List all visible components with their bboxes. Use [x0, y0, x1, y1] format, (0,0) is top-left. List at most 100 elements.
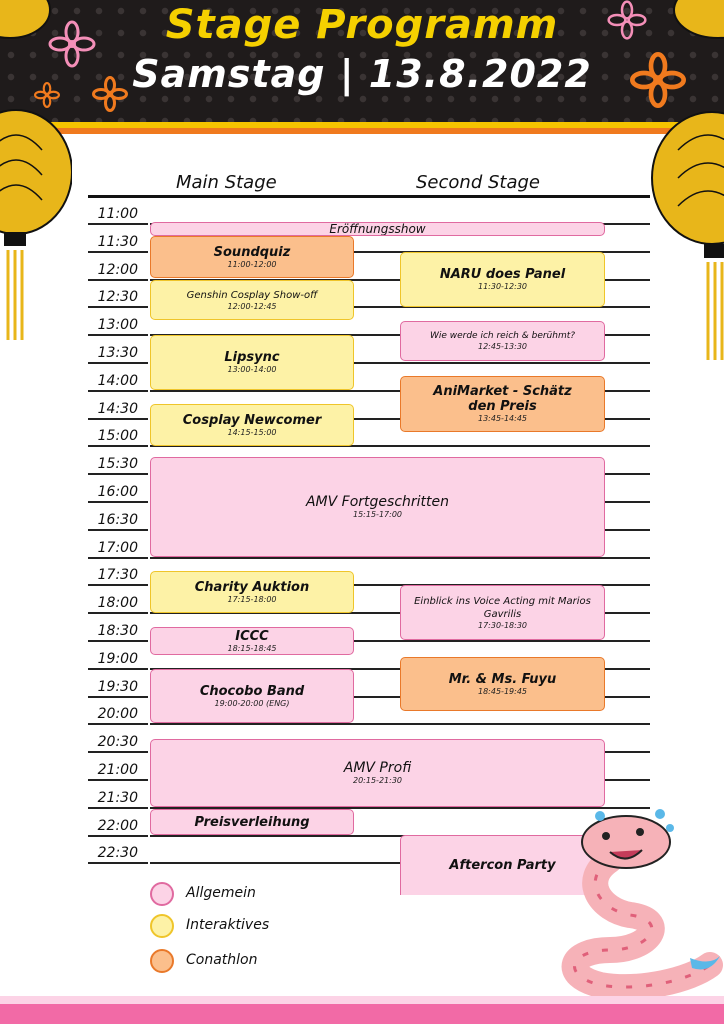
- event-title: AniMarket - Schätz den Preis: [433, 384, 572, 414]
- time-label: 11:30: [97, 233, 138, 250]
- event-time: 12:45-13:30: [478, 342, 527, 351]
- time-label: 19:30: [97, 678, 138, 695]
- time-tick-line: [88, 306, 148, 309]
- time-tick-line: [88, 278, 148, 281]
- page-subtitle: Samstag | 13.8.2022: [132, 52, 592, 96]
- time-tick-line: [88, 528, 148, 531]
- time-label: 22:00: [97, 817, 138, 834]
- time-tick-line: [88, 445, 148, 448]
- time-tick-line: [88, 834, 148, 837]
- event-opening: Eröffnungsshow: [150, 222, 605, 236]
- time-label: 13:30: [97, 345, 138, 361]
- event-title: AMV Profi: [343, 759, 412, 776]
- event-title: Wie werde ich reich & berühmt?: [429, 331, 576, 341]
- event-cosplay-newcomer: Cosplay Newcomer 14:15-15:00: [150, 404, 354, 446]
- event-title: Eröffnungsshow: [329, 222, 426, 236]
- time-label: 14:30: [97, 400, 138, 417]
- event-iccc: ICCC 18:15-18:45: [150, 627, 354, 655]
- event-time: 12:00-12:45: [227, 301, 277, 311]
- time-tick-line: [88, 667, 148, 670]
- orange-flower-icon: [92, 76, 128, 112]
- schedule-grid-line: [150, 806, 650, 809]
- event-preisverleihung: Preisverleihung: [150, 809, 354, 835]
- event-time: 11:00-12:00: [227, 259, 277, 269]
- legend-label-allgemein: Allgemein: [186, 885, 256, 901]
- time-tick-line: [88, 723, 148, 726]
- header-stripe-yellow: [0, 122, 724, 128]
- event-time: 13:45-14:45: [478, 414, 527, 423]
- event-lipsync: Lipsync 13:00-14:00: [150, 335, 354, 390]
- time-tick-line: [88, 362, 148, 364]
- legend-dot-conathlon: [150, 949, 174, 973]
- schedule-grid-line: [150, 306, 650, 309]
- schedule-grid-line: [150, 723, 650, 726]
- time-label: 13:00: [97, 317, 138, 334]
- time-tick-line: [88, 501, 148, 503]
- schedule-grid-line: [150, 640, 650, 642]
- time-tick-line: [88, 612, 148, 615]
- event-time: 19:00-20:00 (ENG): [214, 698, 290, 708]
- time-tick-line: [88, 250, 148, 253]
- event-title: Genshin Cosplay Show-off: [186, 289, 318, 301]
- event-title: Lipsync: [224, 350, 280, 365]
- lantern-right-icon: [651, 0, 724, 360]
- event-genshin: Genshin Cosplay Show-off 12:00-12:45: [150, 280, 354, 320]
- lantern-left-icon: [0, 0, 72, 340]
- time-tick-line: [88, 751, 148, 754]
- time-tick-line: [88, 334, 148, 337]
- event-title: Cosplay Newcomer: [182, 412, 322, 428]
- time-tick-line: [88, 779, 148, 781]
- header-rule: [88, 195, 650, 198]
- footer-band: [0, 996, 724, 1004]
- page-title: Stage Programm: [165, 2, 559, 48]
- time-label: 11:00: [97, 206, 138, 222]
- schedule-grid-line: [150, 584, 650, 587]
- axolotl-mascot-icon: [561, 809, 723, 996]
- column-header-second: Second Stage: [416, 172, 540, 193]
- legend-label-interaktives: Interaktives: [186, 917, 270, 933]
- event-mr-ms-fuyu: Mr. & Ms. Fuyu 18:45-19:45: [400, 657, 605, 711]
- time-label: 20:00: [97, 706, 138, 723]
- time-label: 19:00: [97, 650, 138, 667]
- event-time: 11:30-12:30: [478, 282, 527, 291]
- event-amv-fortgeschritten: AMV Fortgeschritten 15:15-17:00: [150, 457, 605, 557]
- time-tick-line: [88, 584, 148, 587]
- pink-flower-icon: [607, 0, 647, 40]
- time-tick-line: [88, 556, 148, 559]
- time-tick-line: [88, 640, 148, 642]
- time-label: 18:00: [97, 595, 138, 612]
- time-tick-line: [88, 473, 148, 476]
- time-label: 18:30: [97, 623, 138, 639]
- event-time: 15:15-17:00: [353, 509, 402, 519]
- orange-flower-icon: [630, 52, 686, 108]
- event-voice-acting: Einblick ins Voice Acting mit Marios Gav…: [400, 585, 605, 640]
- event-aftercon-party: Aftercon Party: [400, 835, 605, 895]
- event-time: 17:30-18:30: [478, 620, 527, 630]
- event-time: 17:15-18:00: [227, 594, 277, 604]
- event-soundquiz: Soundquiz 11:00-12:00: [150, 236, 354, 278]
- event-amv-profi: AMV Profi 20:15-21:30: [150, 739, 605, 807]
- schedule-grid-line: [150, 834, 650, 837]
- time-tick-line: [88, 389, 148, 392]
- event-time: 13:00-14:00: [227, 365, 277, 374]
- time-tick-line: [88, 417, 148, 420]
- event-title: ICCC: [235, 628, 269, 644]
- legend-dot-interaktives: [150, 914, 174, 938]
- schedule-grid-line: [150, 250, 650, 253]
- time-label: 15:30: [97, 456, 138, 473]
- time-label: 15:00: [97, 428, 138, 445]
- event-time: 18:45-19:45: [478, 686, 527, 696]
- event-title: Preisverleihung: [194, 814, 310, 830]
- event-time: 14:15-15:00: [227, 427, 277, 437]
- time-label: 16:00: [97, 484, 138, 500]
- column-header-main: Main Stage: [176, 172, 277, 193]
- event-title: Mr. & Ms. Fuyu: [448, 671, 557, 687]
- schedule-grid-line: [150, 445, 650, 448]
- time-label: 14:00: [97, 372, 138, 389]
- event-time: 18:15-18:45: [227, 643, 277, 653]
- header-stripe-orange: [0, 128, 724, 134]
- schedule-grid-line: [150, 362, 650, 364]
- legend-dot-allgemein: [150, 882, 174, 906]
- event-animarket: AniMarket - Schätz den Preis 13:45-14:45: [400, 376, 605, 432]
- time-label: 12:30: [97, 289, 138, 306]
